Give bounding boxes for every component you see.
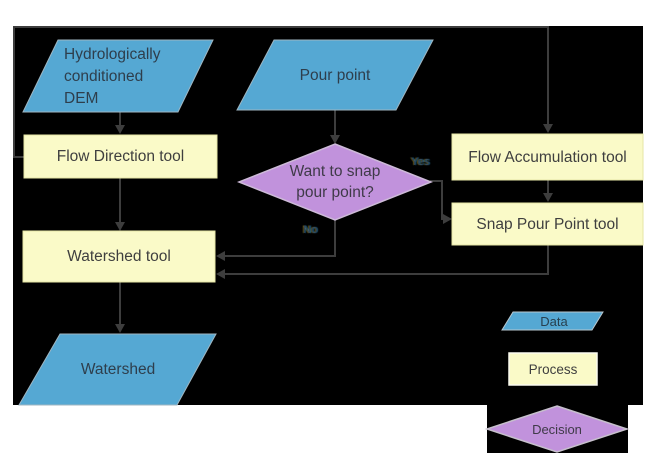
dem-node-shape [22, 39, 214, 113]
arrowhead-into-watershed [115, 324, 125, 333]
flow-accumulation-node-shape [451, 133, 644, 181]
edge-decision-yes-to-snappourpoint [430, 180, 443, 220]
arrowhead-into-flowdirection [115, 125, 125, 134]
edge-snappourpoint-to-watershedtool [224, 245, 549, 275]
pour-point-node-shape [236, 39, 434, 111]
snap-pour-point-node-shape [451, 202, 644, 246]
edge-decision-no-to-watershedtool [224, 220, 336, 257]
connector-arrowheads [115, 124, 553, 333]
legend-data-shape [501, 311, 604, 331]
edge-flowdirection-to-flowaccumulation [13, 26, 549, 158]
no-branch-label: No [303, 224, 318, 236]
watershed-tool-node-shape [22, 230, 216, 283]
yes-branch-label: Yes [411, 156, 430, 168]
legend-process-shape [508, 352, 598, 386]
arrowhead-into-snappourpoint-top [543, 193, 553, 202]
watershed-node-shape [18, 333, 217, 406]
snap-decision-node-shape [236, 143, 434, 221]
arrowhead-into-watershedtool-top [115, 222, 125, 231]
flow-direction-node-shape [23, 134, 218, 179]
arrowhead-into-snappourpoint-left [443, 214, 452, 224]
arrowhead-into-flowaccumulation [543, 124, 553, 133]
connector-lines [13, 26, 549, 325]
legend-decision-shape [484, 405, 630, 453]
arrowhead-into-decision [330, 135, 340, 144]
arrowhead-into-watershedtool-right-upper [216, 251, 225, 261]
arrowhead-into-watershedtool-right-lower [216, 269, 225, 279]
